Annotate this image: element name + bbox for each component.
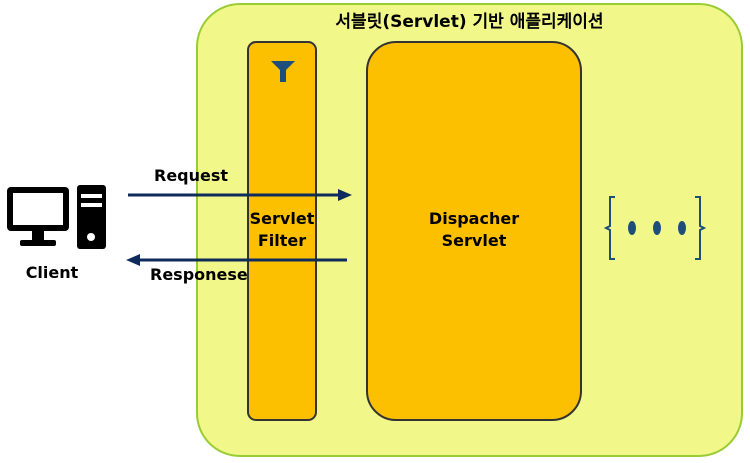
client-label: Client (25, 263, 79, 282)
dispatcher-servlet-label-line1: Dispacher (428, 209, 520, 228)
container-title: 서블릿(Servlet) 기반 애플리케이션 (335, 12, 604, 32)
servlet-filter-box (247, 41, 317, 421)
funnel-icon (271, 61, 295, 82)
dispatcher-servlet-box (366, 41, 582, 421)
request-label: Request (154, 166, 229, 185)
servlet-filter-label-line2: Filter (257, 231, 307, 250)
dispatcher-servlet-label-line2: Servlet (441, 231, 507, 250)
response-arrow (126, 254, 347, 266)
request-arrow (128, 189, 352, 201)
dispatcher-servlet-label: Dispacher Servlet (366, 208, 582, 252)
ellipsis-bracket-icon (603, 196, 707, 260)
servlet-filter-label: Servlet Filter (247, 208, 317, 252)
desktop-computer-icon (7, 185, 106, 249)
servlet-filter-label-line1: Servlet (249, 209, 315, 228)
response-label: Responese (150, 265, 248, 284)
